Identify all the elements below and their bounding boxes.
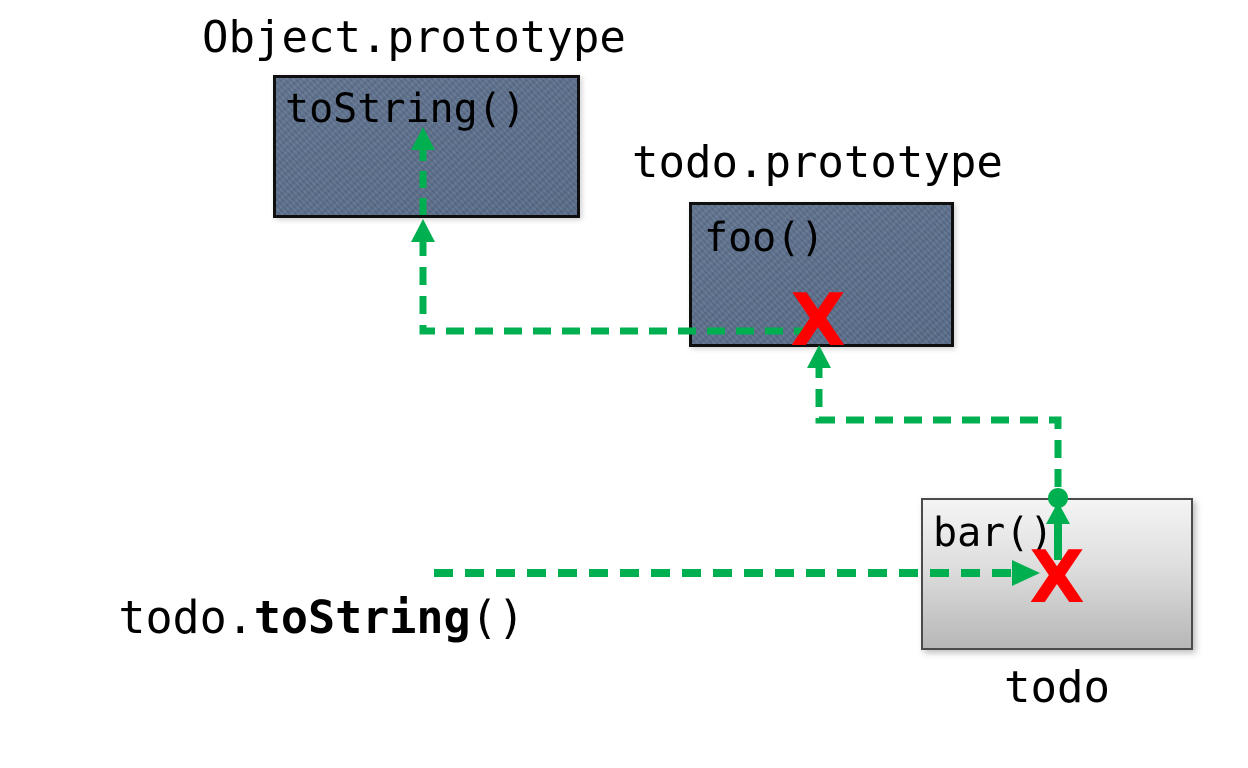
expression-parens: ()	[470, 591, 525, 644]
lookup-fail-x-prototype: X	[790, 278, 846, 362]
todo-to-prototype-arrow-line	[815, 360, 1062, 487]
lookup-fail-x-todo: X	[1029, 535, 1085, 619]
tostring-method: toString()	[285, 86, 526, 132]
expression-object: todo.	[118, 591, 254, 644]
foo-method: foo()	[704, 215, 825, 261]
method-call-expression: todo.toString()	[10, 550, 525, 685]
todo-prototype-label: todo.prototype	[632, 137, 1003, 188]
expression-method: toString	[253, 591, 471, 644]
bar-method: bar()	[933, 510, 1054, 556]
object-prototype-label: Object.prototype	[202, 12, 626, 63]
todo-label: todo	[1004, 662, 1110, 713]
prototype-to-object-arrow-head	[411, 219, 435, 242]
object-prototype-box: toString()	[273, 75, 580, 218]
